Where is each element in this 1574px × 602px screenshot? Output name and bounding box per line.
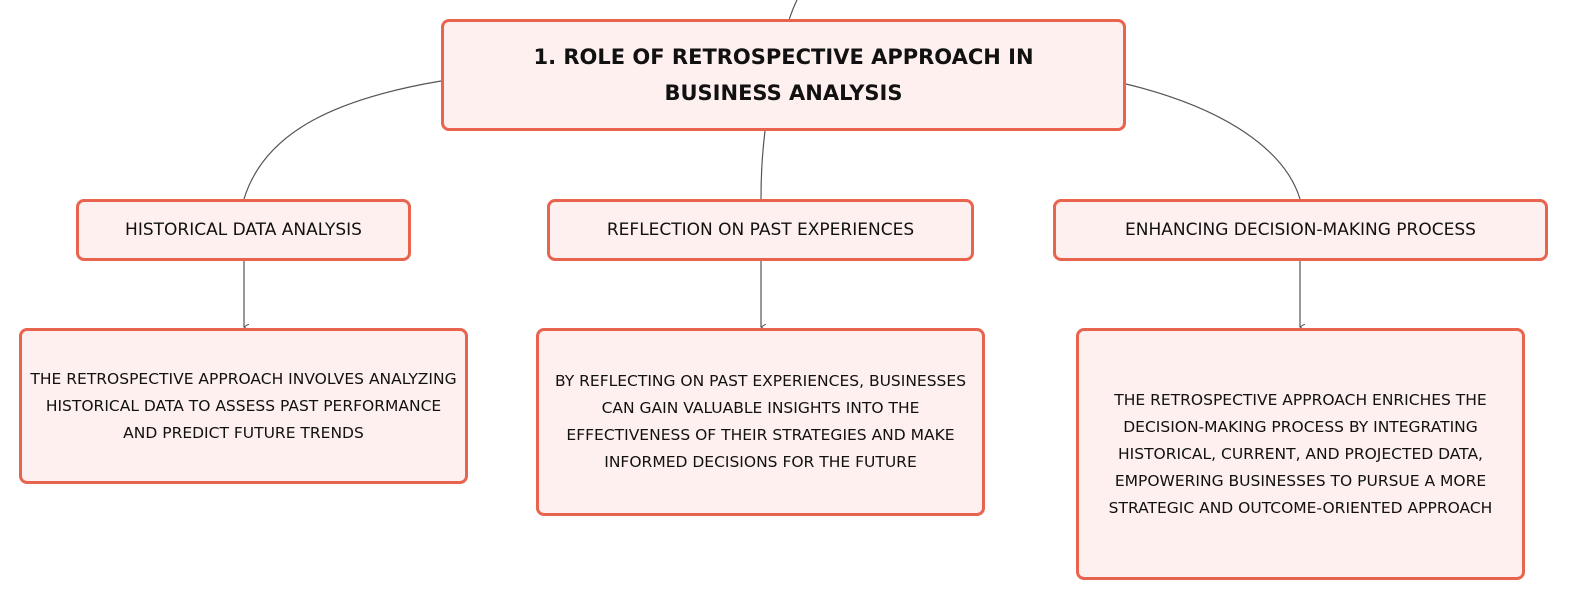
topic-node-label: REFLECTION ON PAST EXPERIENCES	[606, 220, 915, 240]
detail-node-historical-data-analysis[interactable]: THE RETROSPECTIVE APPROACH INVOLVES ANAL…	[19, 328, 468, 484]
connector-parent-to-root	[788, 0, 798, 21]
detail-node-reflection-on-past-experiences[interactable]: BY REFLECTING ON PAST EXPERIENCES, BUSIN…	[536, 328, 985, 516]
detail-node-text: THE RETROSPECTIVE APPROACH INVOLVES ANAL…	[30, 369, 457, 442]
detail-node-enhancing-decision-making-process[interactable]: THE RETROSPECTIVE APPROACH ENRICHES THE …	[1076, 328, 1525, 580]
root-node[interactable]: 1. ROLE OF RETROSPECTIVE APPROACH IN BUS…	[441, 19, 1126, 131]
connector-root-to-topic-2	[760, 130, 766, 200]
topic-node-reflection-on-past-experiences[interactable]: REFLECTION ON PAST EXPERIENCES	[547, 199, 974, 261]
root-node-title: 1. ROLE OF RETROSPECTIVE APPROACH IN BUS…	[533, 45, 1034, 105]
connector-root-to-topic-3	[1125, 83, 1301, 200]
topic-node-enhancing-decision-making-process[interactable]: ENHANCING DECISION-MAKING PROCESS	[1053, 199, 1548, 261]
connector-root-to-topic-1	[243, 80, 442, 200]
topic-node-label: HISTORICAL DATA ANALYSIS	[125, 220, 362, 240]
detail-node-text: THE RETROSPECTIVE APPROACH ENRICHES THE …	[1108, 390, 1493, 517]
topic-node-historical-data-analysis[interactable]: HISTORICAL DATA ANALYSIS	[76, 199, 411, 261]
topic-node-label: ENHANCING DECISION-MAKING PROCESS	[1125, 220, 1476, 240]
detail-node-text: BY REFLECTING ON PAST EXPERIENCES, BUSIN…	[554, 372, 967, 471]
